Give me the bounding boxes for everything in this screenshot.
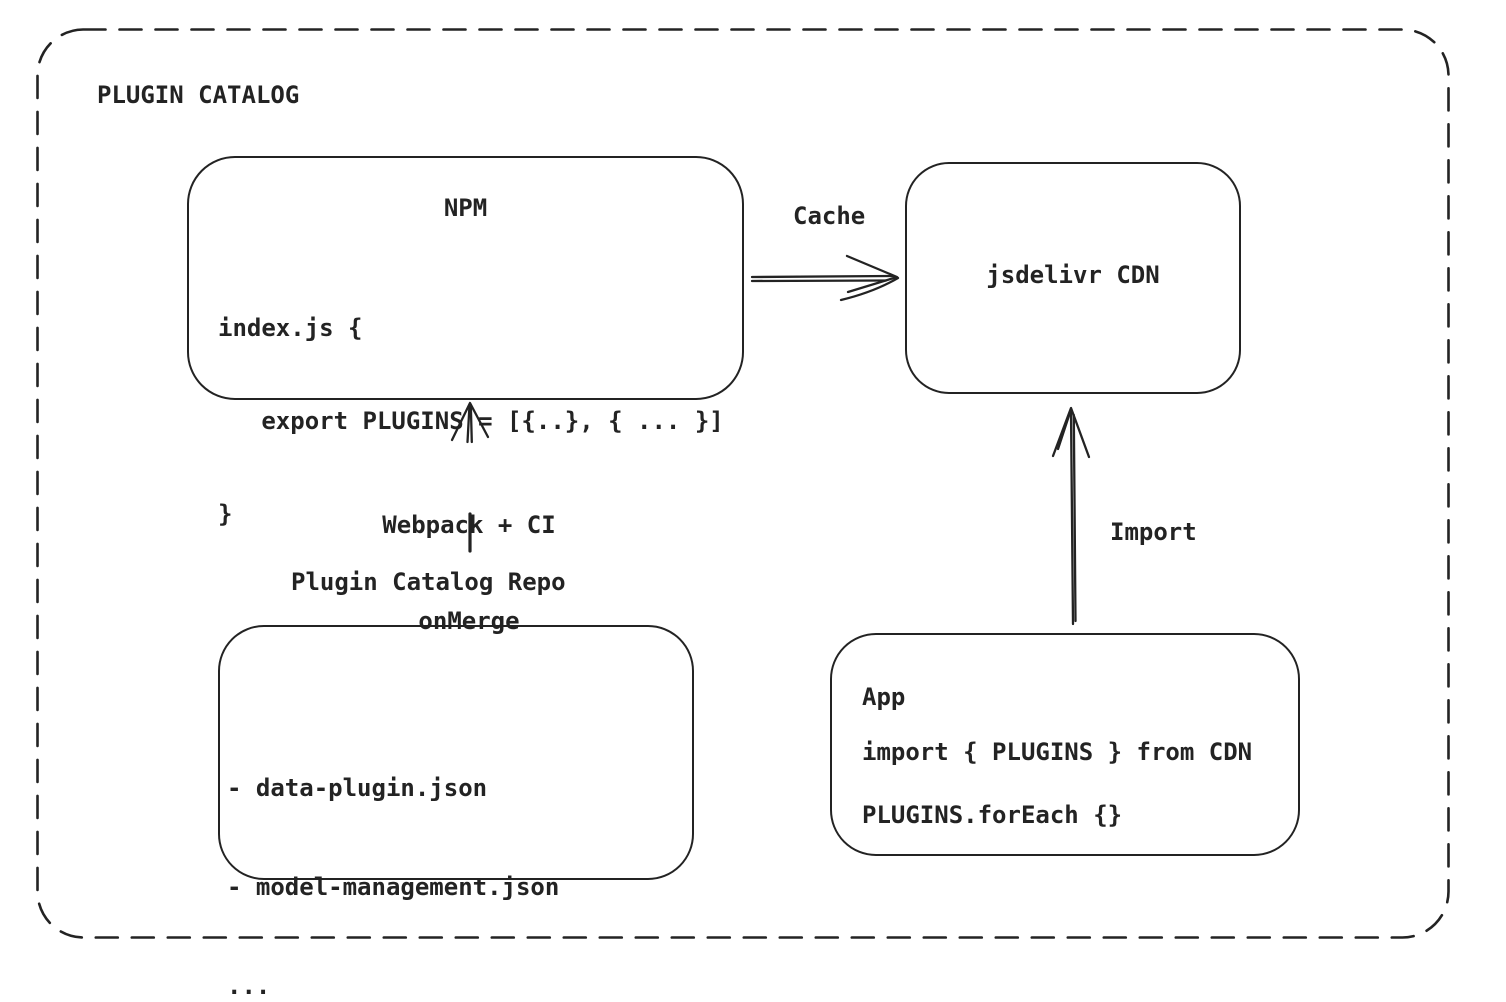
build-arrow-label: Webpack + CI onMerge — [369, 445, 569, 701]
npm-box — [187, 156, 744, 400]
import-arrow-label: Import — [1110, 518, 1197, 546]
repo-item: - model-management.json — [227, 873, 560, 901]
repo-items: - data-plugin.json - model-management.js… — [227, 706, 559, 1002]
repo-box — [218, 625, 694, 880]
import-arrow — [1051, 406, 1091, 626]
repo-item: ... — [227, 972, 271, 1000]
build-arrow — [450, 401, 490, 553]
repo-item: - data-plugin.json — [227, 774, 488, 802]
app-title: App — [862, 683, 906, 711]
npm-code: index.js { export PLUGINS = [{..}, { ...… — [218, 251, 724, 592]
cache-arrow — [750, 254, 900, 302]
build-arrow-label-line1: Webpack + CI — [382, 511, 556, 539]
npm-code-line: export PLUGINS = [{..}, { ... }] — [218, 407, 724, 435]
app-code-line: PLUGINS.forEach {} — [862, 801, 1123, 829]
cdn-box — [905, 162, 1241, 394]
repo-label: Plugin Catalog Repo — [291, 568, 566, 596]
build-arrow-label-line2: onMerge — [418, 607, 520, 635]
npm-code-line: index.js { — [218, 314, 363, 342]
diagram-title: PLUGIN CATALOG — [97, 81, 300, 109]
app-code-line: import { PLUGINS } from CDN — [862, 738, 1253, 766]
app-box — [830, 633, 1300, 856]
npm-title: NPM — [443, 194, 488, 222]
npm-code-line: } — [218, 500, 233, 528]
diagram-frame — [36, 28, 1450, 939]
cdn-label: jsdelivr CDN — [986, 261, 1160, 289]
cache-arrow-label: Cache — [793, 202, 866, 230]
